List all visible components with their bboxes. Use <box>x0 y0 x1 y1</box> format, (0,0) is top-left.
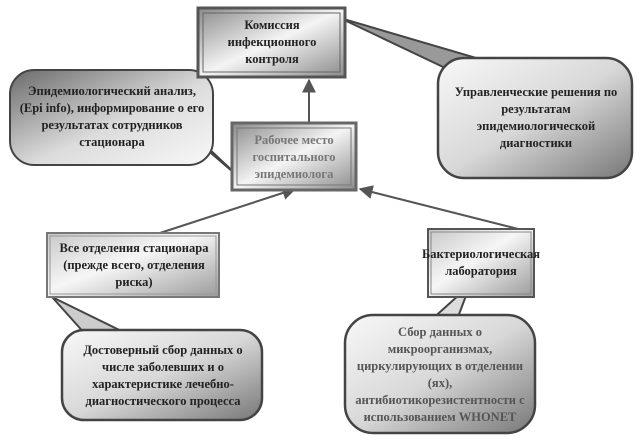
box-commission-bg <box>196 6 347 79</box>
node-departments: Все отделения стационара (прежде всего, … <box>59 240 209 289</box>
arrow-lab-to-epidemiologist <box>358 185 531 233</box>
callout-microbes: Сбор данных о микроорганизмах, циркулиру… <box>355 325 525 424</box>
callout-decisions: Управленческие решения по результатам эп… <box>454 85 618 150</box>
node-commission: Комиссия инфекционного контроля <box>227 17 317 66</box>
callout-data-bg <box>60 328 264 422</box>
box-epidemiologist-bg <box>230 121 358 192</box>
callout-analysis-bg <box>9 69 214 166</box>
node-epidemiologist: Рабочее место госпитального эпидемиолога <box>252 132 336 181</box>
box-laboratory-bg <box>427 228 535 298</box>
callout-decisions-bg <box>436 56 634 180</box>
callout-analysis: Эпидемиологический анализ, (Epi info), и… <box>19 84 205 149</box>
node-laboratory: Бактериологическая лаборатория <box>421 247 541 278</box>
box-departments-bg <box>46 232 220 298</box>
callout-data-collection: Достоверный сбор данных о числе заболевш… <box>83 343 243 408</box>
callout-microbes-bg <box>343 313 537 435</box>
arrow-departments-to-epidemiologist <box>159 186 297 234</box>
